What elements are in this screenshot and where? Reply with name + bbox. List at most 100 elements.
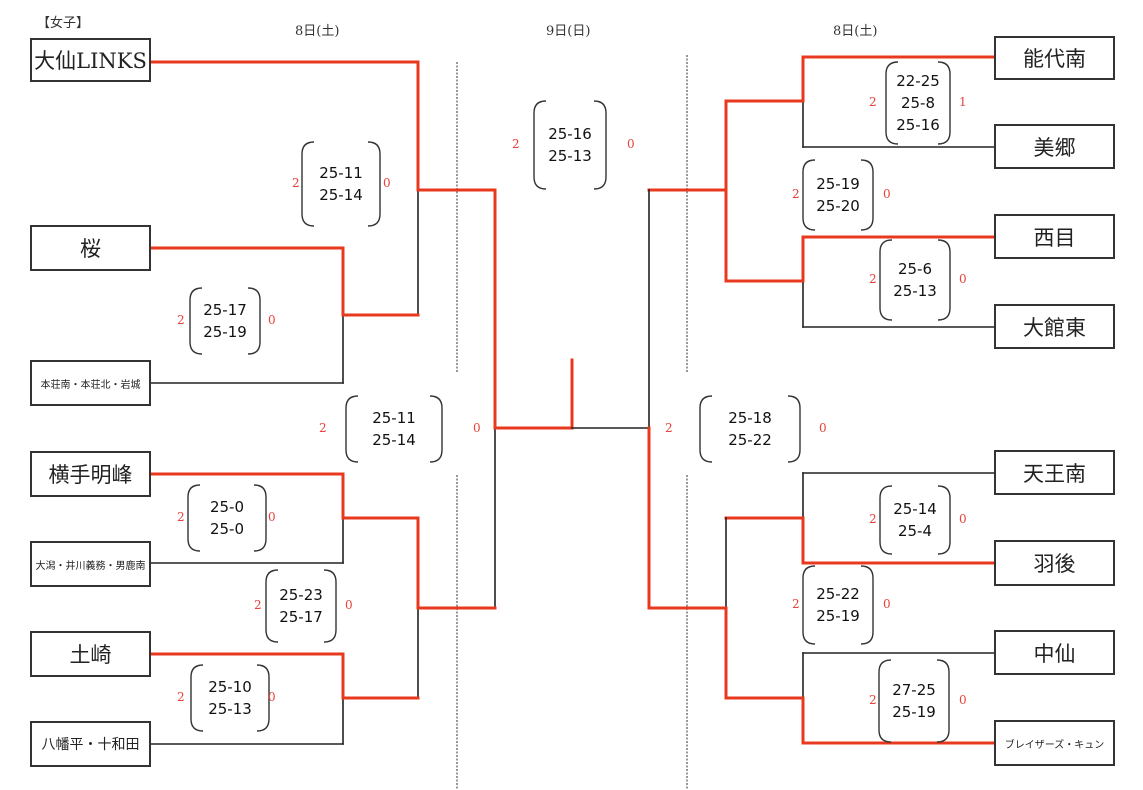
score-bracket-L5 <box>265 569 337 643</box>
team-left-2: 桜 <box>30 225 151 271</box>
set-score: 25-18 <box>728 409 772 427</box>
set-score: 25-0 <box>209 498 245 516</box>
set-score: 25-19 <box>816 175 860 193</box>
team-right-8: ブレイザーズ・キュン <box>994 720 1115 766</box>
set-score: 27-25 <box>892 681 936 699</box>
score-bracket-R5 <box>802 565 874 645</box>
sets-won-left: 2 <box>512 137 520 151</box>
set-score: 25-16 <box>548 125 592 143</box>
score-bracket-F <box>533 100 607 190</box>
sets-won-right: 0 <box>473 421 481 435</box>
sets-won-left: 2 <box>792 187 800 201</box>
match-score-F: 25-16 25-13 <box>534 101 606 189</box>
set-score: 25-6 <box>897 260 933 278</box>
sets-won-right: 0 <box>627 137 635 151</box>
score-bracket-L1 <box>189 287 261 355</box>
score-bracket-R1 <box>885 61 951 145</box>
day-label-center: 9日(日) <box>546 24 591 39</box>
set-score: 25-11 <box>319 164 363 182</box>
set-score: 25-22 <box>728 431 772 449</box>
sets-won-left: 2 <box>177 313 185 327</box>
sets-won-right: 0 <box>383 176 391 190</box>
day-label-left: 8日(土) <box>295 24 340 39</box>
set-score: 25-0 <box>209 520 245 538</box>
sets-won-right: 0 <box>819 421 827 435</box>
team-left-1: 大仙LINKS <box>30 38 151 82</box>
sets-won-right: 1 <box>959 95 967 109</box>
team-right-1: 能代南 <box>994 36 1115 80</box>
sets-won-right: 0 <box>883 597 891 611</box>
set-score: 25-17 <box>203 301 247 319</box>
team-right-6: 羽後 <box>994 540 1115 586</box>
set-score: 25-8 <box>900 94 936 112</box>
sets-won-left: 2 <box>319 421 327 435</box>
sets-won-left: 2 <box>869 95 877 109</box>
match-score-R3: 25-6 25-13 <box>880 240 950 320</box>
set-score: 25-13 <box>208 700 252 718</box>
set-score: 25-14 <box>372 431 416 449</box>
score-bracket-L4 <box>190 664 270 732</box>
match-score-L5: 25-23 25-17 <box>266 570 336 642</box>
sets-won-left: 2 <box>792 597 800 611</box>
set-score: 25-19 <box>203 323 247 341</box>
set-score: 25-14 <box>893 500 937 518</box>
set-score: 25-16 <box>896 116 940 134</box>
sets-won-left: 2 <box>254 598 262 612</box>
set-score: 25-22 <box>816 585 860 603</box>
team-left-7: 八幡平・十和田 <box>30 721 151 767</box>
score-bracket-R6 <box>878 659 950 743</box>
set-score: 25-23 <box>279 586 323 604</box>
set-score: 25-17 <box>279 608 323 626</box>
match-score-R2: 25-19 25-20 <box>803 160 873 230</box>
team-left-3: 本荘南・本荘北・岩城 <box>30 360 151 406</box>
score-bracket-R4 <box>879 485 951 555</box>
team-left-6: 土崎 <box>30 631 151 677</box>
day-label-right: 8日(土) <box>833 24 878 39</box>
sets-won-right: 0 <box>959 693 967 707</box>
match-score-L4: 25-10 25-13 <box>191 665 269 731</box>
set-score: 22-25 <box>896 72 940 90</box>
score-bracket-LS <box>345 395 443 463</box>
set-score: 25-10 <box>208 678 252 696</box>
team-right-3: 西目 <box>994 214 1115 259</box>
team-right-7: 中仙 <box>994 630 1115 675</box>
score-bracket-L2 <box>301 141 381 227</box>
team-right-5: 天王南 <box>994 450 1115 495</box>
sets-won-left: 2 <box>177 510 185 524</box>
match-score-L3: 25-0 25-0 <box>188 485 266 551</box>
sets-won-right: 0 <box>959 512 967 526</box>
score-bracket-R2 <box>802 159 874 231</box>
sets-won-left: 2 <box>292 176 300 190</box>
sets-won-right: 0 <box>268 510 276 524</box>
sets-won-right: 0 <box>268 690 276 704</box>
match-score-L1: 25-17 25-19 <box>190 288 260 354</box>
sets-won-right: 0 <box>268 313 276 327</box>
sets-won-left: 2 <box>665 421 673 435</box>
sets-won-left: 2 <box>177 690 185 704</box>
set-score: 25-13 <box>893 282 937 300</box>
sets-won-left: 2 <box>869 512 877 526</box>
match-score-R4: 25-14 25-4 <box>880 486 950 554</box>
match-score-RS: 25-18 25-22 <box>700 396 800 462</box>
match-score-R1: 22-25 25-8 25-16 <box>886 62 950 144</box>
team-right-4: 大館東 <box>994 304 1115 349</box>
sets-won-right: 0 <box>345 598 353 612</box>
set-score: 25-14 <box>319 186 363 204</box>
set-score: 25-20 <box>816 197 860 215</box>
set-score: 25-4 <box>897 522 933 540</box>
match-score-L2: 25-11 25-14 <box>302 142 380 226</box>
score-bracket-L3 <box>187 484 267 552</box>
set-score: 25-13 <box>548 147 592 165</box>
sets-won-left: 2 <box>869 693 877 707</box>
team-left-5: 大潟・井川義務・男鹿南 <box>30 541 151 587</box>
set-score: 25-11 <box>372 409 416 427</box>
score-bracket-RS <box>699 395 801 463</box>
sets-won-right: 0 <box>883 187 891 201</box>
match-score-LS: 25-11 25-14 <box>346 396 442 462</box>
sets-won-left: 2 <box>869 272 877 286</box>
sets-won-right: 0 <box>959 272 967 286</box>
category-label: 【女子】 <box>37 16 90 31</box>
